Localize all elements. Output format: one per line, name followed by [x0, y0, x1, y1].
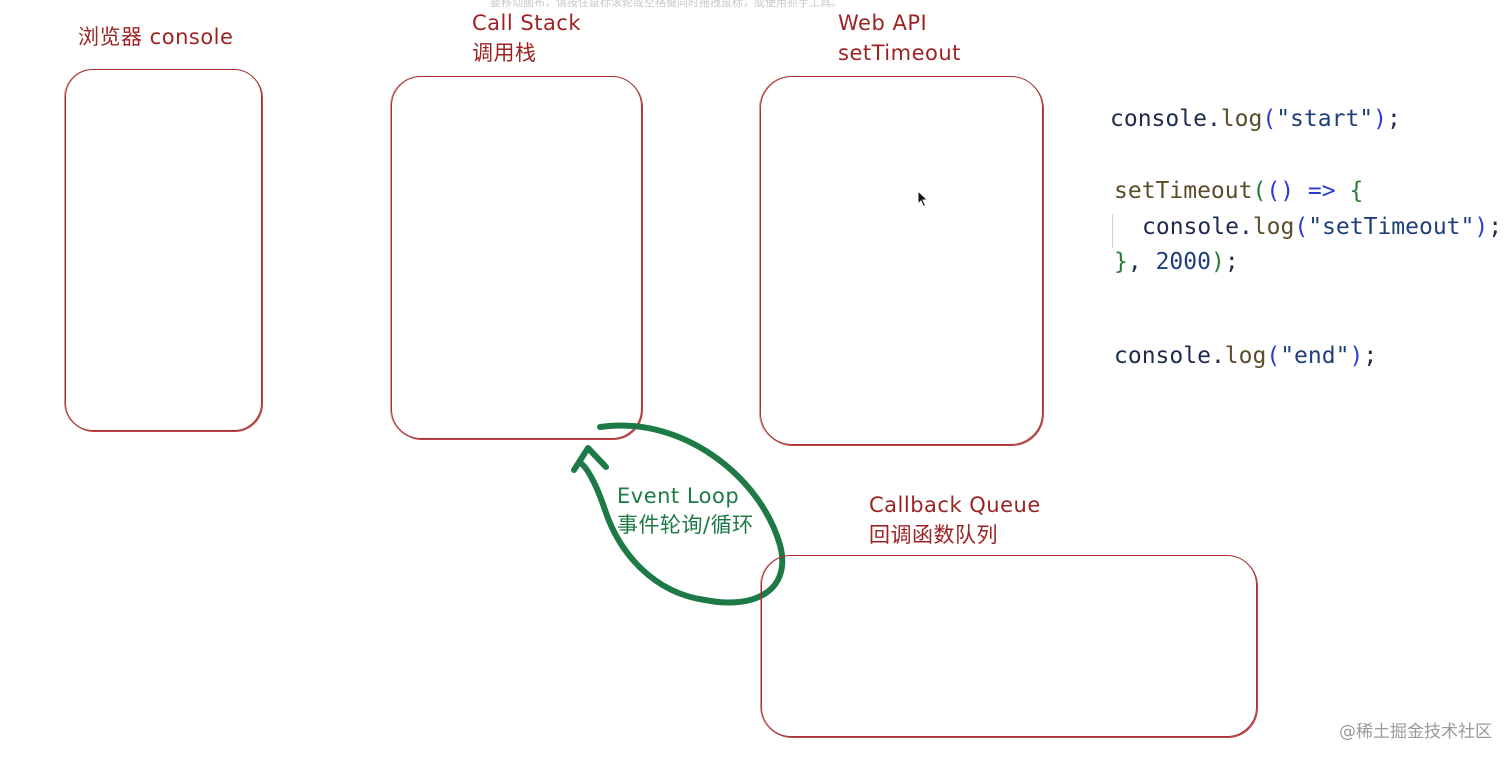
browser-console-label: 浏览器 console: [78, 25, 234, 49]
code-line-2: setTimeout(() => {: [1114, 178, 1364, 204]
code-line-4: }, 2000);: [1114, 249, 1239, 275]
call-stack-label-zh: 调用栈: [472, 41, 537, 65]
web-api-box: [760, 76, 1043, 445]
event-loop-label-en: Event Loop: [617, 484, 740, 508]
code-line-3: console.log("setTimeout");: [1142, 214, 1503, 240]
callback-queue-box: [761, 555, 1257, 737]
canvas-hint-text: 要移动画布，请按住鼠标滚轮或空格键同时拖拽鼠标，或使用抓手工具。: [490, 0, 842, 9]
call-stack-box: [391, 76, 642, 439]
callback-queue-label-zh: 回调函数队列: [869, 523, 998, 547]
indent-guide: [1112, 214, 1113, 248]
code-line-5: console.log("end");: [1114, 343, 1378, 369]
callback-queue-label-en: Callback Queue: [869, 493, 1041, 517]
browser-console-box: [65, 69, 262, 431]
code-line-1: console.log("start");: [1110, 106, 1401, 132]
web-api-label-en: Web API: [838, 11, 928, 35]
event-loop-label-zh: 事件轮询/循环: [617, 513, 754, 537]
circular-arrow-icon: [571, 422, 786, 606]
mouse-pointer-icon: [917, 190, 929, 208]
call-stack-label-en: Call Stack: [472, 11, 582, 35]
code-snippet: console.log("start"); setTimeout(() => {…: [1110, 106, 1502, 369]
web-api-label-zh: setTimeout: [838, 41, 961, 65]
watermark: @稀土掘金技术社区: [1339, 722, 1492, 742]
